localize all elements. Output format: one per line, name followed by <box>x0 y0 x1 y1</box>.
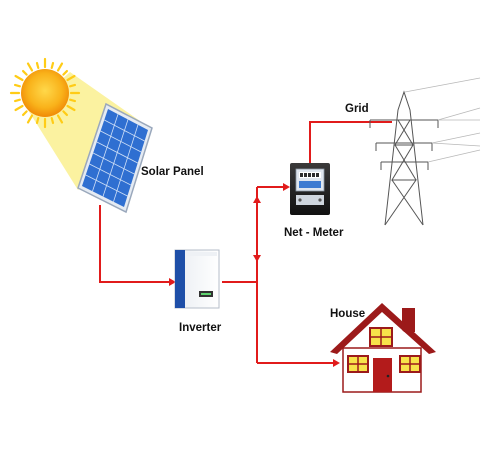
wire-panel-to-inverter <box>99 205 173 283</box>
label-inverter: Inverter <box>179 322 222 334</box>
panel-grid-line <box>104 119 145 142</box>
sun-ray <box>26 62 34 72</box>
panel-grid-line <box>113 124 139 202</box>
sun-ray <box>21 110 28 117</box>
wiring <box>99 121 392 364</box>
panel-grid-line <box>89 163 132 186</box>
panel-grid-line <box>96 141 138 164</box>
sun-ray <box>56 114 64 124</box>
arrow-up <box>253 196 261 203</box>
panel-grid-line <box>92 152 135 175</box>
sun-ray <box>14 74 24 82</box>
grid-tower-icon <box>369 90 439 226</box>
sun-ray <box>66 74 76 82</box>
sun-icon <box>9 57 81 129</box>
sun-ray <box>62 69 69 76</box>
sun-ray <box>50 117 55 125</box>
sun-ray <box>14 104 24 112</box>
panel-grid-line <box>92 114 119 192</box>
solar-panel-icon <box>77 102 153 214</box>
label-net-meter: Net - Meter <box>284 227 344 239</box>
arrow-down <box>253 255 261 262</box>
sun-ray <box>26 114 34 124</box>
power-lines <box>404 77 481 163</box>
label-solar-panel: Solar Panel <box>141 166 204 178</box>
sun-ray <box>50 61 55 69</box>
arrow-to-meter <box>283 183 290 191</box>
arrow-to-inverter <box>169 278 176 286</box>
inverter-icon <box>174 249 220 309</box>
sun-ray <box>13 83 21 88</box>
label-grid: Grid <box>345 103 369 115</box>
label-house: House <box>330 308 365 320</box>
panel-grid-line <box>100 130 142 153</box>
sun-ray <box>62 110 69 117</box>
sun-ray <box>69 98 77 103</box>
house-icon <box>330 303 436 393</box>
arrow-to-house <box>333 359 340 367</box>
sun-ray <box>69 83 77 88</box>
panel-grid-line <box>85 174 128 197</box>
sun-ray <box>56 62 64 72</box>
sun-ray <box>13 98 21 103</box>
panel-grid-line <box>102 119 129 197</box>
sun-ray <box>21 69 28 76</box>
sun-ray <box>35 61 40 69</box>
sun-ray <box>35 117 40 125</box>
flow-arrows <box>169 183 340 367</box>
net-meter-icon <box>290 163 330 215</box>
sun-ray <box>66 104 76 112</box>
